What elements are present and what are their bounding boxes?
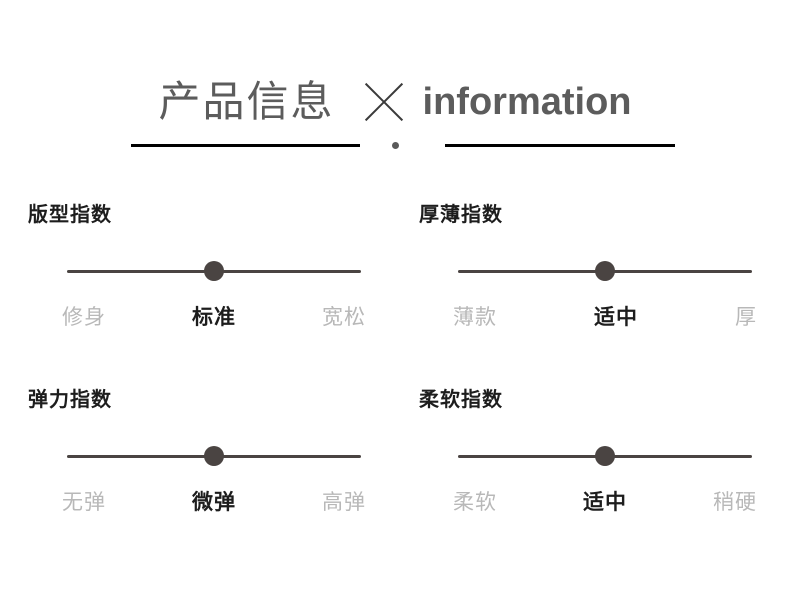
slider-label-low: 柔软 [453,491,497,514]
slider-label-low: 修身 [62,306,106,329]
slider-label-active: 适中 [594,306,638,329]
title-underline-right [445,144,675,147]
slider-scale-labels: 薄款 适中 厚 [453,307,757,328]
title-underline-left [131,144,360,147]
slider-label-high: 稍硬 [713,491,757,514]
slider-label-active: 微弹 [192,491,236,514]
header-title-row: 产品信息 information [0,74,790,130]
elasticity-slider[interactable] [67,446,361,466]
slider-label-low: 薄款 [453,306,497,329]
slider-scale-labels: 柔软 适中 稍硬 [453,492,757,513]
thickness-slider[interactable] [458,261,752,281]
slider-knob[interactable] [595,261,615,281]
slider-group-softness: 柔软指数 柔软 适中 稍硬 [419,390,759,513]
slider-knob[interactable] [204,446,224,466]
page-title-english: information [422,81,632,123]
x-cross-icon [361,79,407,125]
slider-scale-labels: 修身 标准 宽松 [62,307,366,328]
slider-scale-labels: 无弹 微弹 高弹 [62,492,366,513]
page-header: 产品信息 information [0,0,790,170]
dot-icon [392,142,399,149]
slider-group-fit: 版型指数 修身 标准 宽松 [28,205,368,328]
slider-knob[interactable] [204,261,224,281]
slider-group-title: 厚薄指数 [419,204,503,226]
slider-group-title: 柔软指数 [419,389,503,411]
slider-label-active: 适中 [583,491,627,514]
slider-group-thickness: 厚薄指数 薄款 适中 厚 [419,205,759,328]
page-title-chinese: 产品信息 [158,78,335,125]
slider-group-elasticity: 弹力指数 无弹 微弹 高弹 [28,390,368,513]
softness-slider[interactable] [458,446,752,466]
slider-label-high: 厚 [735,306,757,329]
slider-label-active: 标准 [192,306,236,329]
slider-label-high: 高弹 [322,491,366,514]
slider-label-high: 宽松 [322,306,366,329]
slider-group-title: 版型指数 [28,204,112,226]
slider-label-low: 无弹 [62,491,106,514]
slider-group-title: 弹力指数 [28,389,112,411]
slider-knob[interactable] [595,446,615,466]
fit-slider[interactable] [67,261,361,281]
